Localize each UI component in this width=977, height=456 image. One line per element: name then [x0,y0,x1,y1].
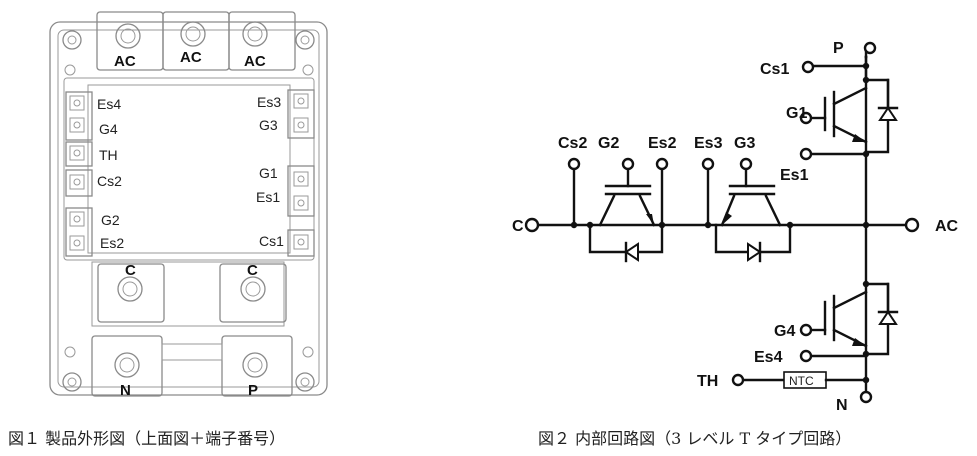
pkg-terminal-n: N [120,382,131,399]
pkg-pin-g3: G3 [259,117,278,133]
pkg-terminal-ac-3: AC [244,53,266,70]
pkg-pin-cs2: Cs2 [97,173,122,189]
left-pin-header [65,91,93,257]
label-g1: G1 [786,105,807,122]
pkg-pin-g2: G2 [101,212,120,228]
label-es3: Es3 [694,135,723,152]
igbt-lower-icon [810,282,899,356]
pkg-pin-es3: Es3 [257,94,281,110]
pkg-pin-es4: Es4 [97,96,121,112]
label-es1: Es1 [780,167,809,184]
caption-figure-2: 図２ 内部回路図（3 レベル T タイプ回路） [538,429,851,448]
right-pin-header [287,89,315,257]
label-g2: G2 [598,135,619,152]
pkg-pin-g4: G4 [99,121,118,137]
label-n: N [836,397,848,414]
igbt-g3-icon [714,166,792,254]
label-es4: Es4 [754,349,783,366]
label-es2: Es2 [648,135,677,152]
pkg-pin-th: TH [99,147,118,163]
package-outline: AC AC AC Es4 G4 TH Cs2 G2 Es2 [49,11,328,399]
pkg-terminal-c-2: C [247,262,258,279]
pkg-pin-g1: G1 [259,165,278,181]
igbt-g2-icon [588,166,664,254]
pkg-pin-es2: Es2 [100,235,124,251]
diode-left-icon [624,241,639,263]
label-g3: G3 [734,135,755,152]
igbt-upper-icon [810,78,899,154]
label-g4: G4 [774,323,795,340]
caption-figure-1: 図１ 製品外形図（上面図＋端子番号） [8,429,285,448]
pkg-terminal-ac-2: AC [180,49,202,66]
pkg-terminal-c-1: C [125,262,136,279]
label-cs2: Cs2 [558,135,587,152]
np-terminal-block [91,335,293,397]
pkg-terminal-p: P [248,382,258,399]
label-ac: AC [935,218,959,235]
pkg-pin-cs1: Cs1 [259,233,284,249]
diode-right-icon [747,241,762,263]
label-th: TH [697,373,718,390]
label-c: C [512,218,524,235]
label-cs1: Cs1 [760,61,789,78]
c-terminal-block [91,261,287,327]
label-p: P [833,40,844,57]
mount-hole-icon [62,30,315,392]
pkg-pin-es1: Es1 [256,189,280,205]
ac-terminal-block [96,11,296,71]
circuit-diagram: P Cs1 G1 Es1 G4 Es4 [512,40,959,414]
pkg-terminal-ac-1: AC [114,53,136,70]
label-ntc: NTC [789,374,814,388]
